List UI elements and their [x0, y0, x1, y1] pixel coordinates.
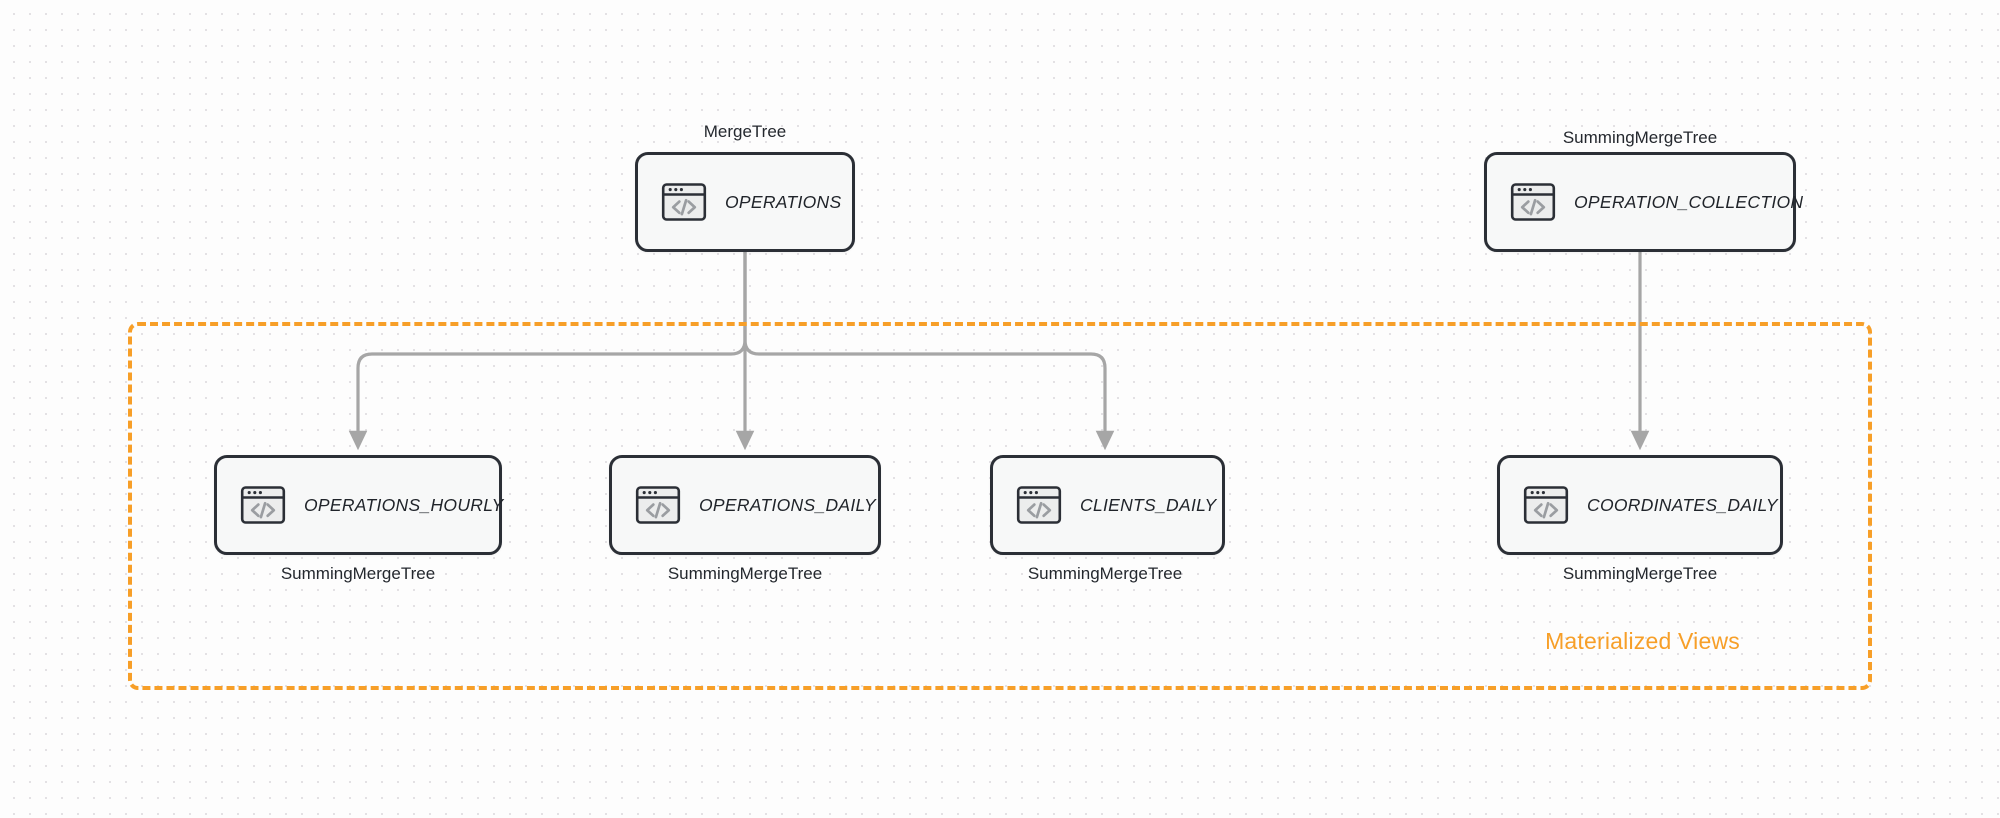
materialized-views-label: Materialized Views — [1545, 628, 1740, 654]
engine-label-operations_daily: SummingMergeTree — [667, 564, 823, 583]
engine-label-clients_daily: SummingMergeTree — [1027, 564, 1183, 583]
node-label: COORDINATES_DAILY — [1587, 494, 1778, 515]
node-label: OPERATIONS_HOURLY — [304, 494, 504, 515]
node-label: OPERATION_COLLECTION — [1574, 191, 1804, 212]
node-label: CLIENTS_DAILY — [1080, 494, 1217, 515]
code-window-icon — [635, 482, 681, 528]
code-window-icon — [1016, 482, 1062, 528]
node-operations_daily[interactable]: OPERATIONS_DAILY — [609, 455, 881, 555]
engine-label-coordinates_daily: SummingMergeTree — [1562, 564, 1718, 583]
node-clients_daily[interactable]: CLIENTS_DAILY — [990, 455, 1225, 555]
node-operations[interactable]: OPERATIONS — [635, 152, 855, 252]
node-coordinates_daily[interactable]: COORDINATES_DAILY — [1497, 455, 1783, 555]
engine-label-operations: MergeTree — [703, 122, 787, 141]
node-operations_hourly[interactable]: OPERATIONS_HOURLY — [214, 455, 504, 555]
engine-label-operation_collection: SummingMergeTree — [1562, 128, 1718, 147]
code-window-icon — [661, 179, 707, 225]
materialized-views-group — [128, 322, 1872, 690]
code-window-icon — [240, 482, 286, 528]
engine-label-operations_hourly: SummingMergeTree — [280, 564, 436, 583]
node-label: OPERATIONS — [725, 191, 842, 212]
code-window-icon — [1523, 482, 1569, 528]
code-window-icon — [1510, 179, 1556, 225]
node-operation_collection[interactable]: OPERATION_COLLECTION — [1484, 152, 1803, 252]
node-label: OPERATIONS_DAILY — [699, 494, 876, 515]
